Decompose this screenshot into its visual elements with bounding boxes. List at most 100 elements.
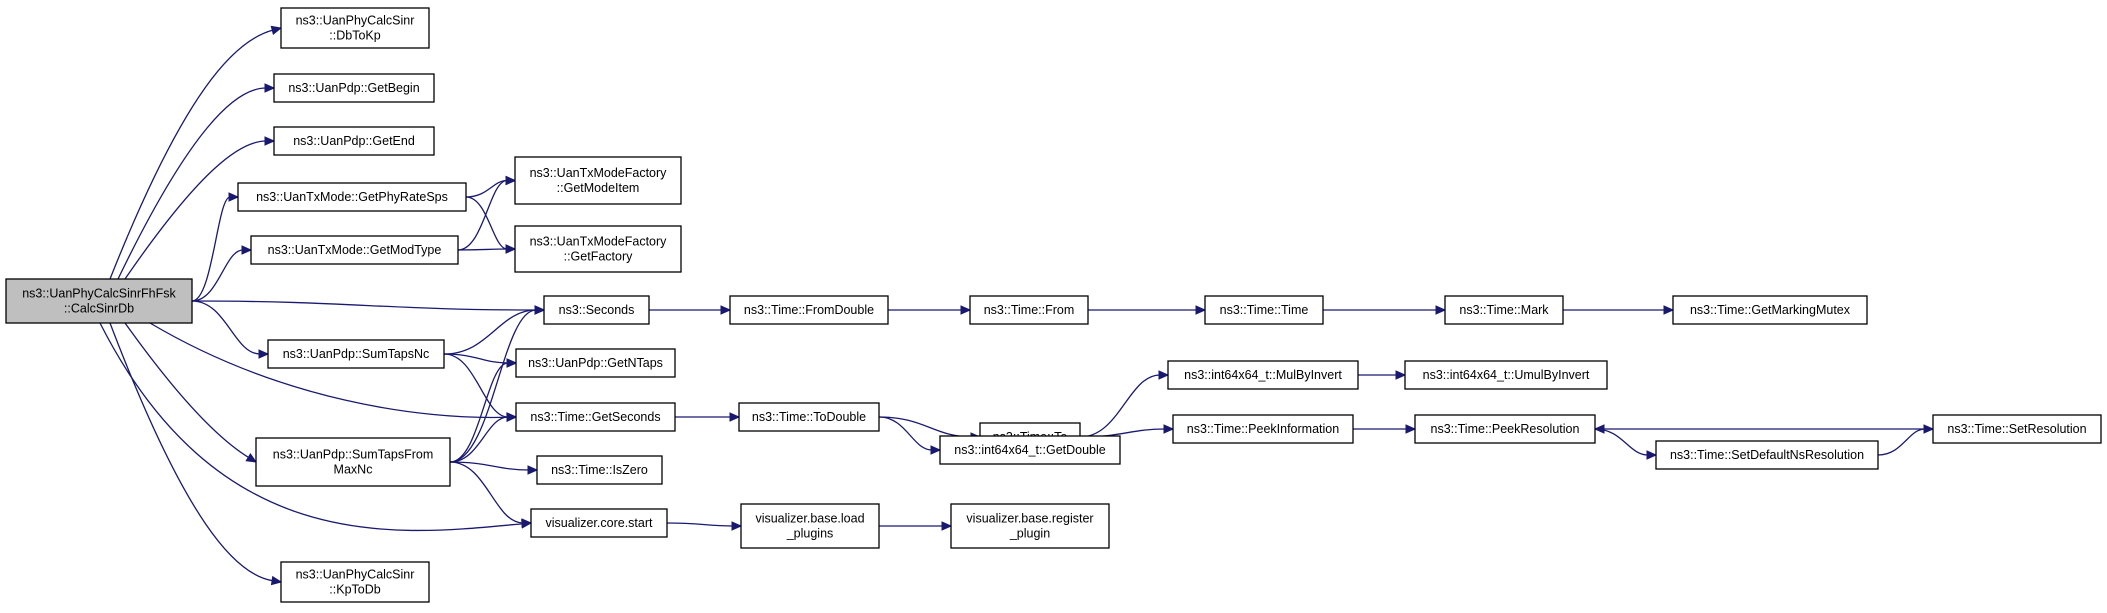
node-setresolution[interactable]: ns3::Time::SetResolution: [1932, 414, 2102, 444]
edge-root-to-getend: [124, 136, 276, 280]
node-fromdouble-label-0: ns3::Time::FromDouble: [744, 303, 874, 317]
node-getdouble[interactable]: ns3::int64x64_t::GetDouble: [939, 435, 1121, 465]
edge-to-to-mulbyinvert: [1079, 370, 1170, 438]
node-registerplugin-box: [950, 503, 1110, 549]
edge-sumtapsnc-to-getseconds-line: [443, 353, 509, 418]
edges-layer: [99, 25, 1935, 586]
node-time-box: [1204, 295, 1324, 325]
edge-root-to-getphyratesps-line: [191, 196, 231, 302]
node-peekresolution[interactable]: ns3::Time::PeekResolution: [1414, 414, 1596, 444]
node-setdefaultnsresolution-box: [1655, 440, 1879, 470]
edge-root-to-sumtapsfrommaxnc: [124, 322, 258, 463]
node-root[interactable]: ns3::UanPhyCalcSinrFhFsk::CalcSinrDb: [5, 278, 193, 324]
node-getmodtype-label-0: ns3::UanTxMode::GetModType: [268, 243, 442, 257]
node-root-label-0: ns3::UanPhyCalcSinrFhFsk: [22, 287, 176, 301]
edge-fromdouble-to-from: [888, 305, 972, 315]
node-mulbyinvert-box: [1167, 360, 1359, 390]
edge-root-to-getseconds-line: [149, 322, 509, 419]
edge-sumtapsfrommaxnc-to-vcstart-line: [449, 461, 524, 524]
node-sumtapsnc-label-0: ns3::UanPdp::SumTapsNc: [283, 347, 430, 361]
node-getmodtype[interactable]: ns3::UanTxMode::GetModType: [250, 235, 459, 265]
node-getfactory-label-1: ::GetFactory: [564, 250, 634, 264]
edge-getmodtype-to-getmodeitem-line: [457, 179, 508, 251]
node-getdouble-box: [939, 435, 1121, 465]
edge-vcstart-to-loadplugins: [666, 521, 743, 531]
node-seconds-label-0: ns3::Seconds: [559, 303, 635, 317]
node-seconds-box: [543, 295, 650, 325]
node-vcstart-box: [530, 508, 668, 538]
node-root-box: [5, 278, 193, 324]
edge-getseconds-to-todouble-arrowhead: [729, 412, 741, 422]
edge-root-to-kptodb-line: [109, 322, 274, 582]
edge-todouble-to-getdouble-line: [878, 416, 933, 451]
edge-to-to-peekinformation-arrowhead: [1163, 424, 1175, 434]
edge-vcstart-to-loadplugins-line: [666, 522, 734, 527]
node-getmarkingmutex-box: [1672, 295, 1868, 325]
edge-sumtapsfrommaxnc-to-iszero-arrowhead: [527, 465, 539, 475]
node-getntaps[interactable]: ns3::UanPdp::GetNTaps: [515, 348, 676, 378]
node-umulbyinvert-box: [1404, 360, 1608, 390]
node-dbtokp[interactable]: ns3::UanPhyCalcSinr::DbToKp: [280, 7, 430, 49]
edge-to-to-mulbyinvert-arrowhead: [1158, 370, 1170, 380]
node-getfactory[interactable]: ns3::UanTxModeFactory::GetFactory: [514, 225, 682, 273]
node-getend[interactable]: ns3::UanPdp::GetEnd: [273, 126, 435, 156]
edge-loadplugins-to-registerplugin: [879, 521, 953, 531]
edge-root-to-seconds: [191, 300, 546, 315]
node-getntaps-label-0: ns3::UanPdp::GetNTaps: [528, 356, 663, 370]
node-vcstart[interactable]: visualizer.core.start: [530, 508, 668, 538]
node-kptodb-label-1: ::KpToDb: [329, 583, 380, 597]
edge-time-to-mark-arrowhead: [1435, 305, 1447, 315]
node-setdefaultnsresolution[interactable]: ns3::Time::SetDefaultNsResolution: [1655, 440, 1879, 470]
node-mark-box: [1444, 295, 1564, 325]
node-registerplugin[interactable]: visualizer.base.register_plugin: [950, 503, 1110, 549]
edge-loadplugins-to-registerplugin-arrowhead: [941, 521, 953, 531]
edge-setdefaultnsresolution-to-setresolution-line: [1877, 428, 1926, 456]
node-getphyratesps[interactable]: ns3::UanTxMode::GetPhyRateSps: [237, 182, 467, 212]
edge-sumtapsfrommaxnc-to-iszero: [449, 461, 539, 475]
node-iszero[interactable]: ns3::Time::IsZero: [536, 455, 663, 485]
node-sumtapsnc[interactable]: ns3::UanPdp::SumTapsNc: [267, 339, 445, 369]
node-getseconds-box: [515, 402, 676, 432]
node-peekinformation[interactable]: ns3::Time::PeekInformation: [1172, 414, 1354, 444]
node-sumtapsfrommaxnc-box: [255, 437, 451, 487]
node-from[interactable]: ns3::Time::From: [969, 295, 1089, 325]
edge-mark-to-getmarkingmutex-arrowhead: [1663, 305, 1675, 315]
node-getbegin[interactable]: ns3::UanPdp::GetBegin: [273, 73, 435, 103]
node-kptodb[interactable]: ns3::UanPhyCalcSinr::KpToDb: [280, 561, 430, 603]
edge-getseconds-to-todouble: [674, 412, 741, 422]
node-umulbyinvert-label-0: ns3::int64x64_t::UmulByInvert: [1423, 368, 1590, 382]
edge-sumtapsnc-to-getntaps-line: [443, 353, 509, 364]
node-kptodb-label-0: ns3::UanPhyCalcSinr: [296, 568, 415, 582]
edge-seconds-to-fromdouble-arrowhead: [720, 305, 732, 315]
node-getmodeitem[interactable]: ns3::UanTxModeFactory::GetModeItem: [514, 156, 682, 205]
node-loadplugins[interactable]: visualizer.base.load_plugins: [740, 503, 880, 549]
edge-root-to-getmodtype-arrowhead: [241, 245, 253, 255]
node-mark[interactable]: ns3::Time::Mark: [1444, 295, 1564, 325]
node-time[interactable]: ns3::Time::Time: [1204, 295, 1324, 325]
edge-fromdouble-to-from-arrowhead: [960, 305, 972, 315]
edge-sumtapsfrommaxnc-to-seconds-arrowhead: [534, 305, 546, 315]
node-peekinformation-box: [1172, 414, 1354, 444]
node-umulbyinvert[interactable]: ns3::int64x64_t::UmulByInvert: [1404, 360, 1608, 390]
node-todouble-box: [738, 402, 880, 432]
node-fromdouble[interactable]: ns3::Time::FromDouble: [729, 295, 889, 325]
node-mulbyinvert[interactable]: ns3::int64x64_t::MulByInvert: [1167, 360, 1359, 390]
node-todouble[interactable]: ns3::Time::ToDouble: [738, 402, 880, 432]
edge-root-to-sumtapsnc-line: [191, 300, 261, 355]
edge-root-to-dbtokp-arrowhead: [270, 25, 283, 36]
edge-sumtapsfrommaxnc-to-seconds-line: [449, 309, 537, 463]
edge-vcstart-to-loadplugins-arrowhead: [731, 521, 743, 531]
edge-sumtapsnc-to-seconds: [443, 305, 546, 355]
edge-root-to-getbegin-arrowhead: [264, 83, 276, 93]
node-from-label-0: ns3::Time::From: [984, 303, 1075, 317]
edge-root-to-getbegin-line: [117, 87, 267, 280]
node-getmarkingmutex[interactable]: ns3::Time::GetMarkingMutex: [1672, 295, 1868, 325]
node-seconds[interactable]: ns3::Seconds: [543, 295, 650, 325]
node-getmodeitem-label-1: ::GetModeItem: [557, 181, 640, 195]
node-getmodeitem-box: [514, 156, 682, 205]
node-getseconds[interactable]: ns3::Time::GetSeconds: [515, 402, 676, 432]
edge-setresolution-to-peekresolution-arrowhead: [1593, 424, 1605, 434]
node-getfactory-label-0: ns3::UanTxModeFactory: [530, 235, 668, 249]
